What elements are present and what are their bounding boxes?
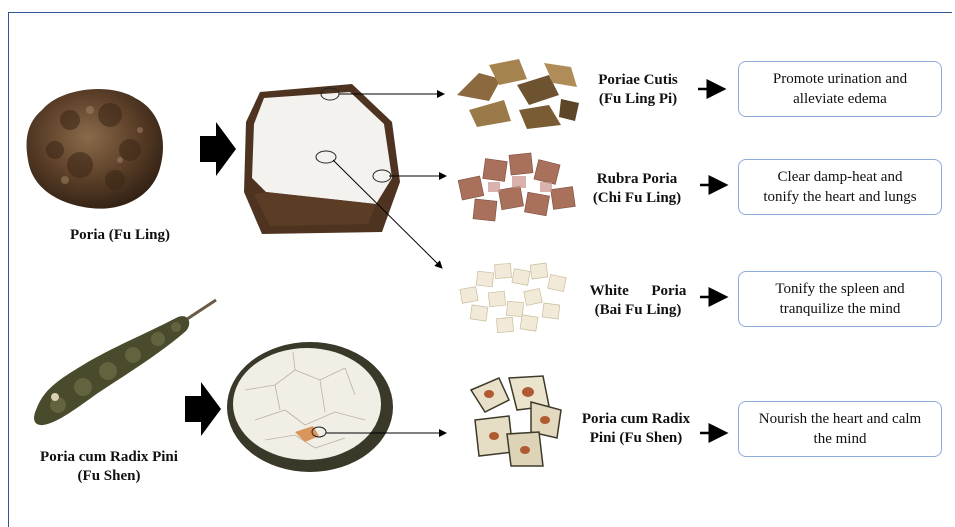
fushen-slices-image <box>465 372 565 470</box>
effect-box-white-poria: Tonify the spleen and tranquilize the mi… <box>738 271 942 327</box>
product-name-poriae-cutis: Poriae Cutis (Fu Ling Pi) <box>578 71 698 109</box>
rubra-poria-image <box>452 148 584 230</box>
effect-text-white-poria: Tonify the spleen and tranquilize the mi… <box>775 279 904 319</box>
effect-text-rubra-poria: Clear damp-heat and tonify the heart and… <box>763 167 916 207</box>
poriae-cutis-image <box>449 55 584 133</box>
effect-box-fushen: Nourish the heart and calm the mind <box>738 401 942 457</box>
product-name-white-poria: White Poria (Bai Fu Ling) <box>576 282 700 320</box>
effect-box-poriae-cutis: Promote urination and alleviate edema <box>738 61 942 117</box>
product-name-rubra-poria: Rubra Poria (Chi Fu Ling) <box>574 170 700 208</box>
effect-box-rubra-poria: Clear damp-heat and tonify the heart and… <box>738 159 942 215</box>
white-poria-image <box>455 258 575 336</box>
effect-text-fushen: Nourish the heart and calm the mind <box>759 409 921 449</box>
product-name-fushen: Poria cum Radix Pini (Fu Shen) <box>572 410 700 448</box>
effect-text-poriae-cutis: Promote urination and alleviate edema <box>773 69 907 109</box>
